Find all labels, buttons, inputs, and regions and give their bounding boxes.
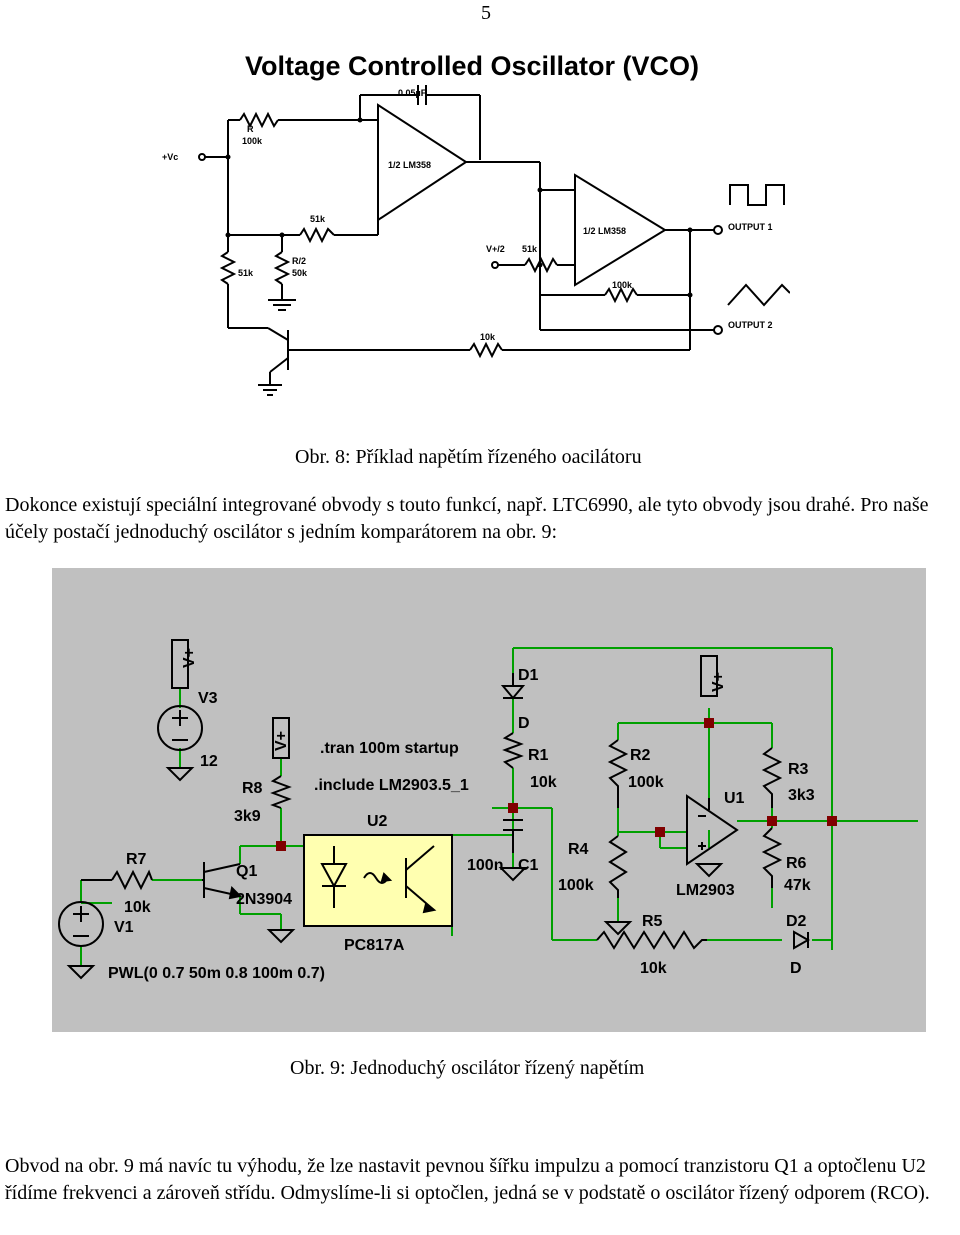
oscillator-schematic: V+ V3 12 V+ R8 3k9 .tran 100m startup .i… (52, 568, 926, 1032)
r7-value: 10k (124, 899, 151, 916)
include-directive: .include LM2903.5_1 (314, 777, 469, 794)
v3-name: V3 (198, 690, 218, 707)
d2-name: D2 (786, 913, 807, 930)
r6-name: R6 (786, 855, 807, 872)
u1-name: U1 (724, 790, 745, 807)
r2-value: 50k (292, 268, 308, 278)
r6-value: 47k (784, 877, 811, 894)
r51a-label: 51k (310, 214, 326, 224)
tran-directive: .tran 100m startup (320, 740, 459, 757)
r5-value: 10k (640, 960, 667, 977)
u2-name: U2 (367, 813, 388, 830)
r4-name: R4 (568, 841, 589, 858)
r1-value: 10k (530, 774, 557, 791)
out2-label: OUTPUT 2 (728, 320, 773, 330)
paragraph-explanation: Obvod na obr. 9 má navíc tu výhodu, že l… (5, 1155, 930, 1204)
paragraph-intro: Dokonce existují speciální integrované o… (5, 494, 929, 543)
pc817-label: PC817A (344, 937, 405, 954)
caption-figure-8: Obr. 8: Příklad napětím řízeného oacilát… (295, 446, 642, 468)
u1-vplus-symbol: V+ (710, 672, 727, 692)
r-value: 100k (242, 136, 263, 146)
r8-vplus-symbol: V+ (273, 731, 290, 751)
pwl-label: PWL(0 0.7 50m 0.8 100m 0.7) (108, 965, 325, 982)
vhalf-label: V+/2 (486, 244, 505, 254)
vc-label: +Vc (162, 152, 178, 162)
r2-value: 100k (628, 774, 664, 791)
v3-symbol: V+ (181, 648, 198, 668)
v1-name: V1 (114, 919, 134, 936)
r5-name: R5 (642, 913, 663, 930)
r8-name: R8 (242, 780, 263, 797)
r8-value: 3k9 (234, 808, 261, 825)
r2-name: R2 (630, 747, 651, 764)
cap-label: 0.05µF (398, 88, 427, 98)
caption-figure-9: Obr. 9: Jednoduchý oscilátor řízený napě… (290, 1057, 645, 1079)
r10-label: 10k (480, 332, 496, 342)
r3-name: R3 (788, 761, 809, 778)
q1-value: 2N3904 (236, 891, 292, 908)
vco-schematic: Voltage Controlled Oscillator (VCO) (162, 51, 790, 396)
out1-label: OUTPUT 1 (728, 222, 773, 232)
r-label: R (247, 124, 254, 134)
lm2903-label: LM2903 (676, 882, 735, 899)
c1-name: C1 (518, 857, 539, 874)
opamp1-label: 1/2 LM358 (388, 160, 431, 170)
r2-label: R/2 (292, 256, 306, 266)
c1-value: 100n (467, 857, 503, 874)
r4-value: 100k (558, 877, 594, 894)
r51b-label: 51k (238, 268, 254, 278)
d1-value: D (518, 715, 530, 732)
q1-name: Q1 (236, 863, 257, 880)
r7-name: R7 (126, 851, 147, 868)
r51c-label: 51k (522, 244, 538, 254)
d1-name: D1 (518, 667, 539, 684)
opamp2-label: 1/2 LM358 (583, 226, 626, 236)
d2-value: D (790, 960, 802, 977)
r1-name: R1 (528, 747, 549, 764)
vco-title: Voltage Controlled Oscillator (VCO) (245, 51, 699, 81)
page-number: 5 (481, 2, 491, 24)
r100-label: 100k (612, 280, 633, 290)
r3-value: 3k3 (788, 787, 815, 804)
v3-value: 12 (200, 753, 218, 770)
